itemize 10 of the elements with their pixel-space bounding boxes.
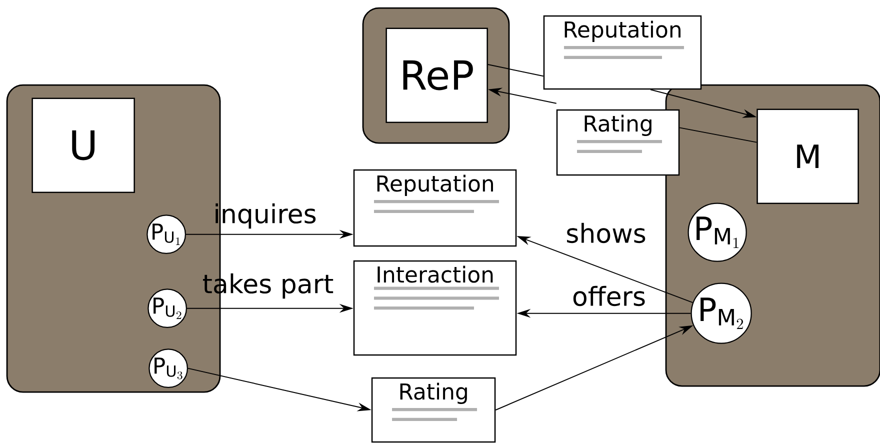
component-box: ReP (386, 28, 488, 123)
component-box: M (756, 108, 859, 204)
document-box: Rating (556, 109, 680, 176)
document-box: Rating (371, 377, 496, 443)
component-box: U (32, 98, 135, 193)
edge-label: offers (573, 286, 645, 306)
document-box: Reputation (353, 169, 517, 247)
document-box: Reputation (543, 15, 702, 90)
document-box: Interaction (353, 260, 517, 356)
edge-label: shows (567, 222, 646, 244)
